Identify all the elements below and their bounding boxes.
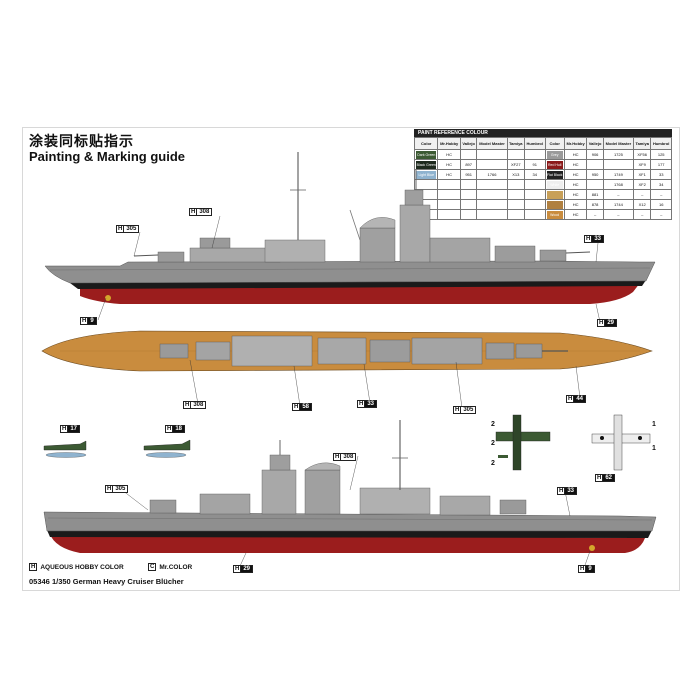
paint-code-cell bbox=[437, 209, 461, 220]
paint-swatch: Light Blue bbox=[416, 170, 437, 179]
title-chinese: 涂装同标贴指示 bbox=[29, 134, 134, 150]
mrcolor-box-icon: C bbox=[148, 563, 157, 571]
hull-red-lower-2 bbox=[50, 534, 645, 553]
aqueous-label: AQUEOUS HOBBY COLOR bbox=[40, 563, 124, 571]
paint-swatch: Flat Black bbox=[546, 170, 563, 179]
aqueous-box-icon: H bbox=[29, 563, 38, 571]
paint-value-cell bbox=[506, 209, 525, 220]
aircraft-side-2 bbox=[143, 439, 191, 458]
decal-number: 2 bbox=[491, 440, 495, 447]
decal-number: 1 bbox=[652, 421, 656, 428]
paint-swatch bbox=[546, 190, 563, 199]
paint-header-cell: Vallejo bbox=[459, 137, 478, 150]
paint-header-cell: Humbrol bbox=[650, 137, 672, 150]
paint-value-cell: – bbox=[632, 209, 652, 220]
paint-code-cell: HC bbox=[563, 209, 588, 220]
paint-swatch: Black Green bbox=[416, 160, 437, 169]
title-english: Painting & Marking guide bbox=[29, 149, 186, 164]
hull-red-lower bbox=[80, 283, 640, 304]
paint-swatch: Red Hull bbox=[546, 160, 563, 169]
aircraft-top-view bbox=[495, 414, 551, 471]
aircraft-side-1 bbox=[43, 440, 87, 458]
paint-header-cell: Tamiya bbox=[506, 137, 525, 150]
deck-plan-view bbox=[41, 330, 653, 372]
paint-swatch bbox=[416, 200, 437, 209]
paint-code: HC bbox=[446, 152, 453, 157]
propeller-icon bbox=[105, 295, 111, 301]
paint-header-cell: Tamiya bbox=[632, 137, 652, 150]
product-footer: 05346 1/350 German Heavy Cruiser Blücher bbox=[29, 577, 184, 586]
paint-header-cell: Model Master bbox=[476, 137, 508, 150]
mrcolor-label: Mr.COLOR bbox=[159, 563, 193, 571]
paint-swatch: White bbox=[546, 180, 563, 189]
paint-value-cell: – bbox=[650, 209, 672, 220]
paint-swatch bbox=[546, 200, 563, 209]
paint-header-cell: Color bbox=[413, 137, 439, 150]
paint-swatch: Dark Green bbox=[416, 150, 437, 159]
paint-swatch: Grey bbox=[546, 150, 563, 159]
paint-code: HC bbox=[572, 152, 579, 157]
side-profile-port bbox=[43, 420, 657, 553]
hull-grey-upper bbox=[44, 260, 656, 284]
paint-header-cell: Mr.Hobby bbox=[437, 137, 461, 150]
paint-swatch bbox=[416, 190, 437, 199]
paint-code: HC bbox=[572, 172, 579, 177]
paint-swatch: Wood bbox=[546, 210, 563, 219]
decal-number: 2 bbox=[491, 421, 495, 428]
decal-number: 1 bbox=[652, 445, 656, 452]
paint-code: HC bbox=[446, 162, 453, 167]
paint-code: HC bbox=[446, 172, 453, 177]
legend-mrcolor: C Mr.COLOR bbox=[148, 563, 192, 571]
paint-table-caption: PAINT REFERENCE COLOUR bbox=[414, 129, 672, 137]
paint-code: HC bbox=[572, 182, 579, 187]
paint-code: HC bbox=[572, 202, 579, 207]
paint-header-cell: Model Master bbox=[602, 137, 634, 150]
paint-code: HC bbox=[572, 212, 579, 217]
side-profile-starboard bbox=[44, 152, 656, 304]
paint-swatch-cell: Wood bbox=[544, 209, 565, 220]
aircraft-bottom-view bbox=[591, 414, 651, 471]
decal-number: 2 bbox=[491, 460, 495, 467]
paint-code: HC bbox=[572, 192, 579, 197]
propeller-icon-2 bbox=[589, 545, 595, 551]
paint-code: HC bbox=[572, 162, 579, 167]
paint-swatch bbox=[416, 180, 437, 189]
legend-aqueous: H AQUEOUS HOBBY COLOR bbox=[29, 563, 124, 571]
paint-header-cell: Humbrol bbox=[523, 137, 546, 150]
